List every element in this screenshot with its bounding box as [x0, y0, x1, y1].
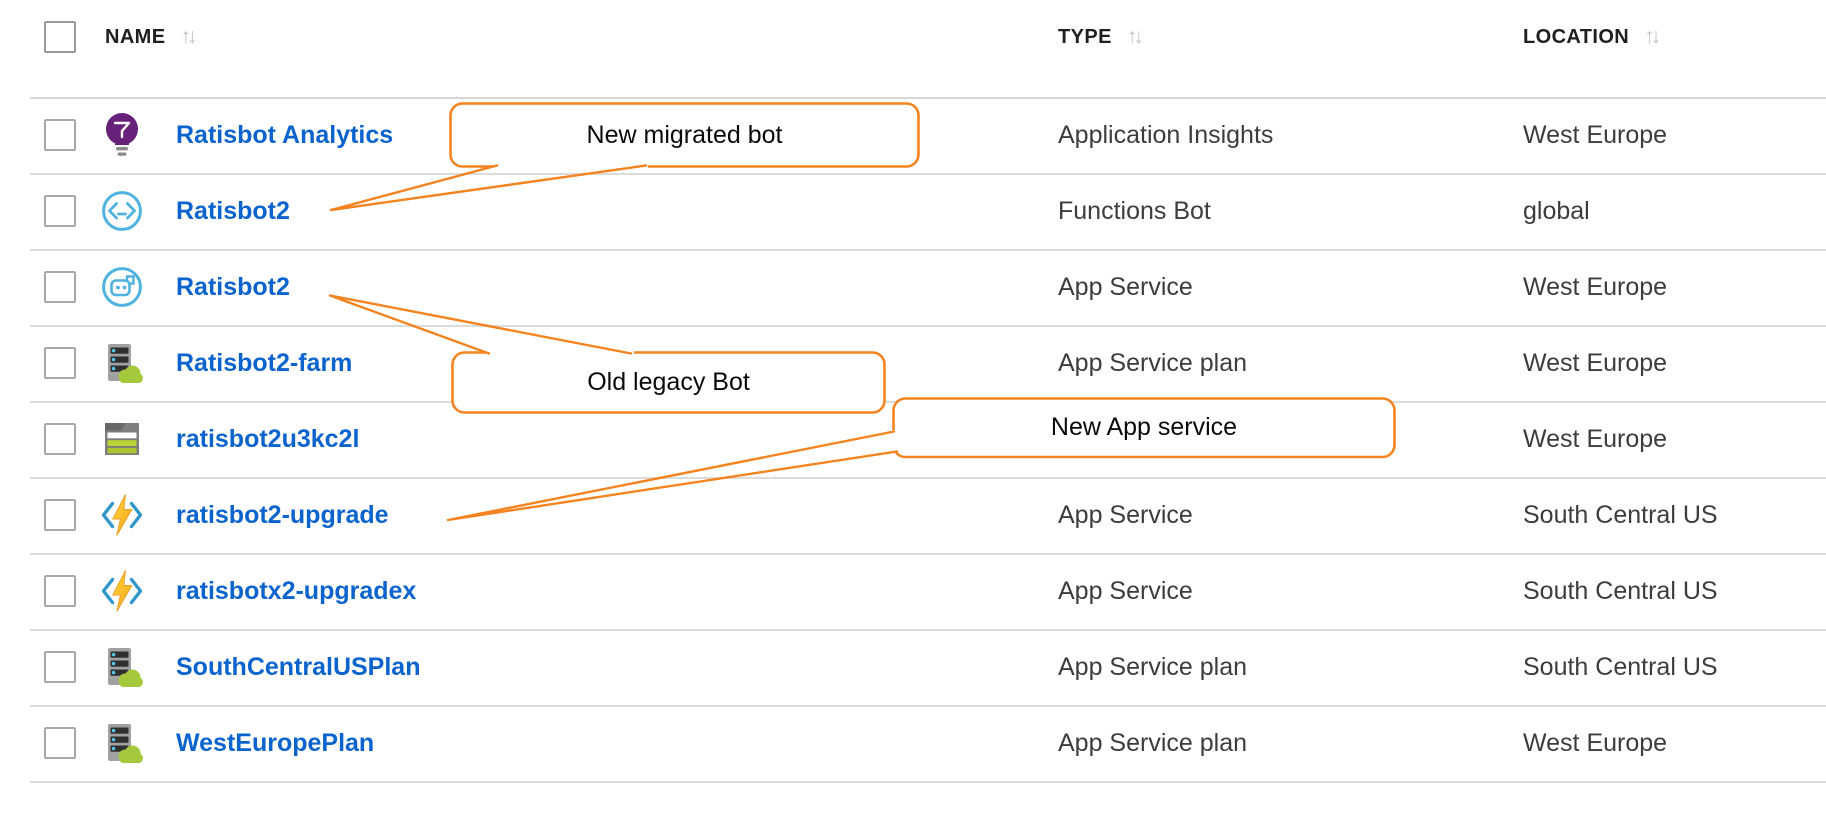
functions-bot-icon: [100, 173, 144, 249]
app-service-plan-icon: [100, 325, 144, 401]
resource-type: App Service: [1058, 576, 1193, 605]
table-row: WestEuropePlan App Service plan West Eur…: [30, 705, 1826, 783]
sort-arrows-icon: ↑↓: [1126, 25, 1144, 48]
table-header-row: NAME ↑↓ TYPE ↑↓ LOCATION ↑↓: [30, 0, 1826, 99]
resource-location: West Europe: [1523, 348, 1668, 377]
row-checkbox[interactable]: [44, 195, 76, 227]
web-app-icon: [100, 401, 144, 477]
row-checkbox[interactable]: [44, 727, 76, 759]
column-header-location[interactable]: LOCATION ↑↓: [1523, 0, 1661, 74]
table-row: Ratisbot Analytics Application Insights …: [30, 97, 1826, 175]
function-app-icon: [100, 553, 144, 629]
sort-arrows-icon: ↑↓: [1644, 25, 1661, 48]
resource-name-link[interactable]: ratisbot2u3kc2l: [176, 424, 360, 453]
resource-type: App Service plan: [1058, 728, 1248, 757]
resource-type: Application Insights: [1058, 120, 1274, 149]
resource-location: West Europe: [1523, 272, 1668, 301]
resource-type: App Service plan: [1058, 652, 1248, 681]
row-checkbox[interactable]: [44, 347, 76, 379]
resource-name-link[interactable]: Ratisbot Analytics: [176, 120, 394, 149]
row-checkbox[interactable]: [44, 575, 76, 607]
resource-name-link[interactable]: Ratisbot2-farm: [176, 348, 353, 377]
app-service-plan-icon: [100, 705, 144, 781]
resource-name-link[interactable]: ratisbotx2-upgradex: [176, 576, 417, 605]
resource-name-link[interactable]: WestEuropePlan: [176, 728, 375, 757]
table-row: Ratisbot2-farm App Service plan West Eur…: [30, 325, 1826, 403]
row-checkbox[interactable]: [44, 651, 76, 683]
column-header-name[interactable]: NAME ↑↓: [105, 0, 198, 74]
resource-name-link[interactable]: ratisbot2-upgrade: [176, 500, 389, 529]
resource-name-link[interactable]: Ratisbot2: [176, 196, 290, 225]
resource-table: NAME ↑↓ TYPE ↑↓ LOCATION ↑↓: [30, 0, 1826, 816]
resource-location: South Central US: [1523, 652, 1718, 681]
resource-location: global: [1523, 196, 1590, 225]
table-row: ratisbot2u3kc2l West Europe: [30, 401, 1826, 479]
resource-type: App Service plan: [1058, 348, 1248, 377]
table-row: Ratisbot2 App Service West Europe: [30, 249, 1826, 327]
column-header-type[interactable]: TYPE ↑↓: [1058, 0, 1144, 74]
resource-type: App Service: [1058, 272, 1193, 301]
resource-type: App Service: [1058, 500, 1193, 529]
row-checkbox[interactable]: [44, 271, 76, 303]
bot-service-icon: [100, 249, 144, 325]
resource-type: Functions Bot: [1058, 196, 1211, 225]
column-header-type-label: TYPE: [1058, 25, 1112, 48]
select-all-checkbox[interactable]: [44, 21, 76, 53]
table-row: Ratisbot2 Functions Bot global: [30, 173, 1826, 251]
resource-name-link[interactable]: Ratisbot2: [176, 272, 290, 301]
row-checkbox[interactable]: [44, 119, 76, 151]
resource-location: South Central US: [1523, 500, 1718, 529]
resource-location: South Central US: [1523, 576, 1718, 605]
table-row: SouthCentralUSPlan App Service plan Sout…: [30, 629, 1826, 707]
row-checkbox[interactable]: [44, 423, 76, 455]
resource-location: West Europe: [1523, 424, 1668, 453]
resource-location: West Europe: [1523, 728, 1668, 757]
app-service-plan-icon: [100, 629, 144, 705]
row-checkbox[interactable]: [44, 499, 76, 531]
application-insights-icon: [100, 97, 144, 173]
column-header-location-label: LOCATION: [1523, 25, 1630, 48]
resource-name-link[interactable]: SouthCentralUSPlan: [176, 652, 421, 681]
table-row: ratisbotx2-upgradex App Service South Ce…: [30, 553, 1826, 631]
sort-arrows-icon: ↑↓: [180, 25, 198, 48]
resource-location: West Europe: [1523, 120, 1668, 149]
function-app-icon: [100, 477, 144, 553]
column-header-name-label: NAME: [105, 25, 166, 48]
table-row: ratisbot2-upgrade App Service South Cent…: [30, 477, 1826, 555]
